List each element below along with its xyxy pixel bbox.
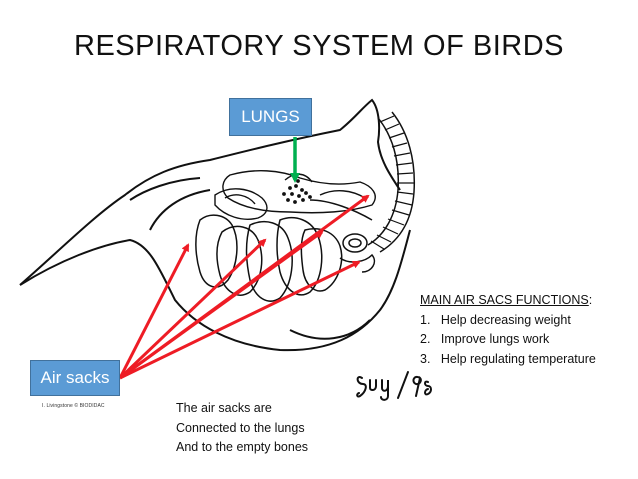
- note-line: Connected to the lungs: [176, 420, 305, 435]
- red-arrow-5: [119, 260, 361, 380]
- air-sacks-label: Air sacks: [30, 360, 120, 396]
- air-sac-4: [276, 216, 323, 296]
- air-sac-2: [216, 225, 263, 296]
- air-sac-1: [195, 214, 238, 288]
- air-sack-pointer-arrows: [118, 194, 370, 380]
- trachea-icon: [367, 111, 416, 253]
- red-arrow-1: [118, 243, 190, 379]
- bird-body-outline: [19, 98, 411, 352]
- functions-heading: MAIN AIR SACS FUNCTIONS:: [420, 293, 593, 307]
- note-line: And to the empty bones: [176, 440, 309, 454]
- function-item: 3. Help regulating temperature: [420, 351, 596, 366]
- slide-title: RESPIRATORY SYSTEM OF BIRDS: [74, 30, 564, 62]
- red-arrow-4: [119, 194, 370, 380]
- function-item: 1. Help decreasing weight: [420, 312, 571, 327]
- air-sac-functions: MAIN AIR SACS FUNCTIONS: 1. Help decreas…: [420, 291, 596, 369]
- air-sac-3: [245, 221, 293, 302]
- note-line: The air sacks are: [176, 401, 272, 415]
- air-sack-note: The air sacks are Connected to the lungs…: [176, 399, 308, 458]
- red-arrow-2: [118, 238, 267, 380]
- lungs-label: LUNGS: [229, 98, 312, 136]
- air-sac-5: [300, 228, 343, 292]
- function-item: 2. Improve lungs work: [420, 332, 550, 346]
- artist-signature: [356, 371, 432, 401]
- bronchus-icon: [339, 233, 376, 273]
- air-sac-icons: [195, 199, 373, 302]
- image-credit: I. Livingstone © BIODIDAC: [42, 403, 105, 409]
